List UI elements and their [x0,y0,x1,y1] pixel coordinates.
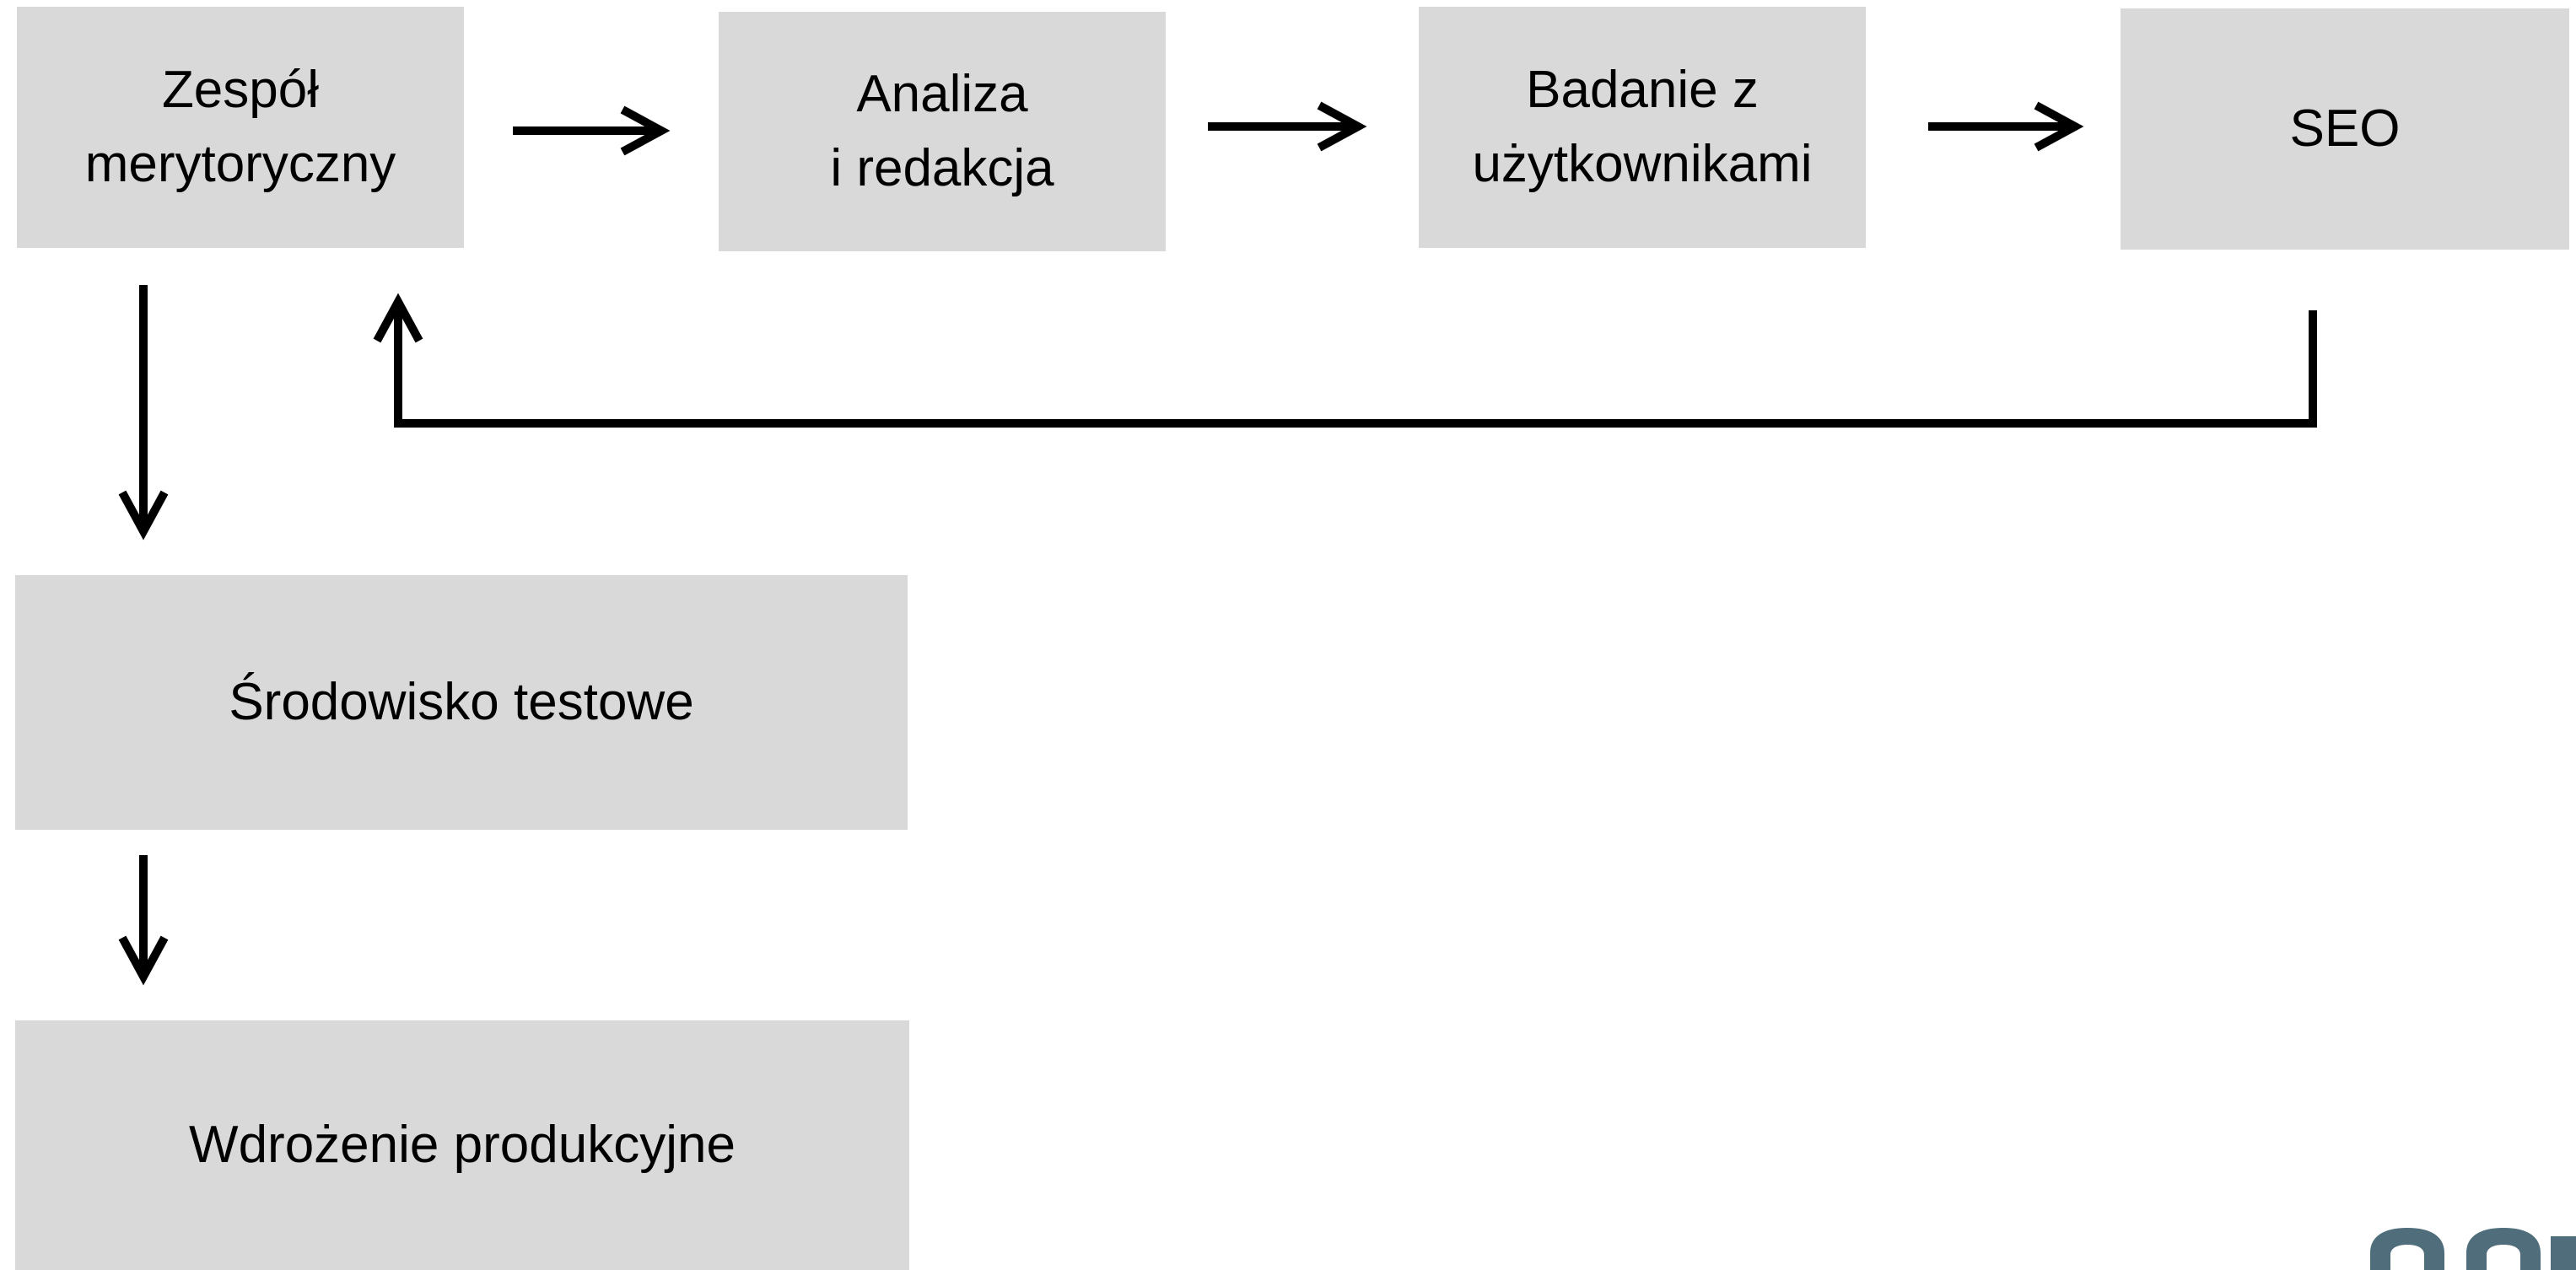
arrow-analiza-to-badanie [1208,101,1367,152]
box-zespol-merytoryczny: Zespół merytoryczny [17,7,464,248]
arrow-seo-feedback-to-zespol [373,293,2317,428]
arrow-srodowisko-to-wdrozenie [118,855,169,986]
box-label: Zespół merytoryczny [84,60,396,193]
box-analiza-i-redakcja: Analiza i redakcja [719,12,1166,251]
box-label: Analiza i redakcja [830,64,1054,197]
box-label: Wdrożenie produkcyjne [189,1115,736,1174]
box-label: Środowisko testowe [229,672,694,731]
arrow-zespol-to-analiza [513,105,671,156]
box-badanie-z-uzytkownikami: Badanie z użytkownikami [1419,7,1866,248]
arrow-badanie-to-seo [1928,101,2084,152]
box-seo: SEO [2121,8,2569,250]
box-srodowisko-testowe: Środowisko testowe [15,575,908,830]
box-label: Badanie z użytkownikami [1472,60,1813,193]
arrow-zespol-to-srodowisko [118,285,169,541]
logo-mark-icon [2355,1224,2576,1270]
box-wdrozenie-produkcyjne: Wdrożenie produkcyjne [15,1020,909,1270]
box-label: SEO [2289,99,2401,158]
